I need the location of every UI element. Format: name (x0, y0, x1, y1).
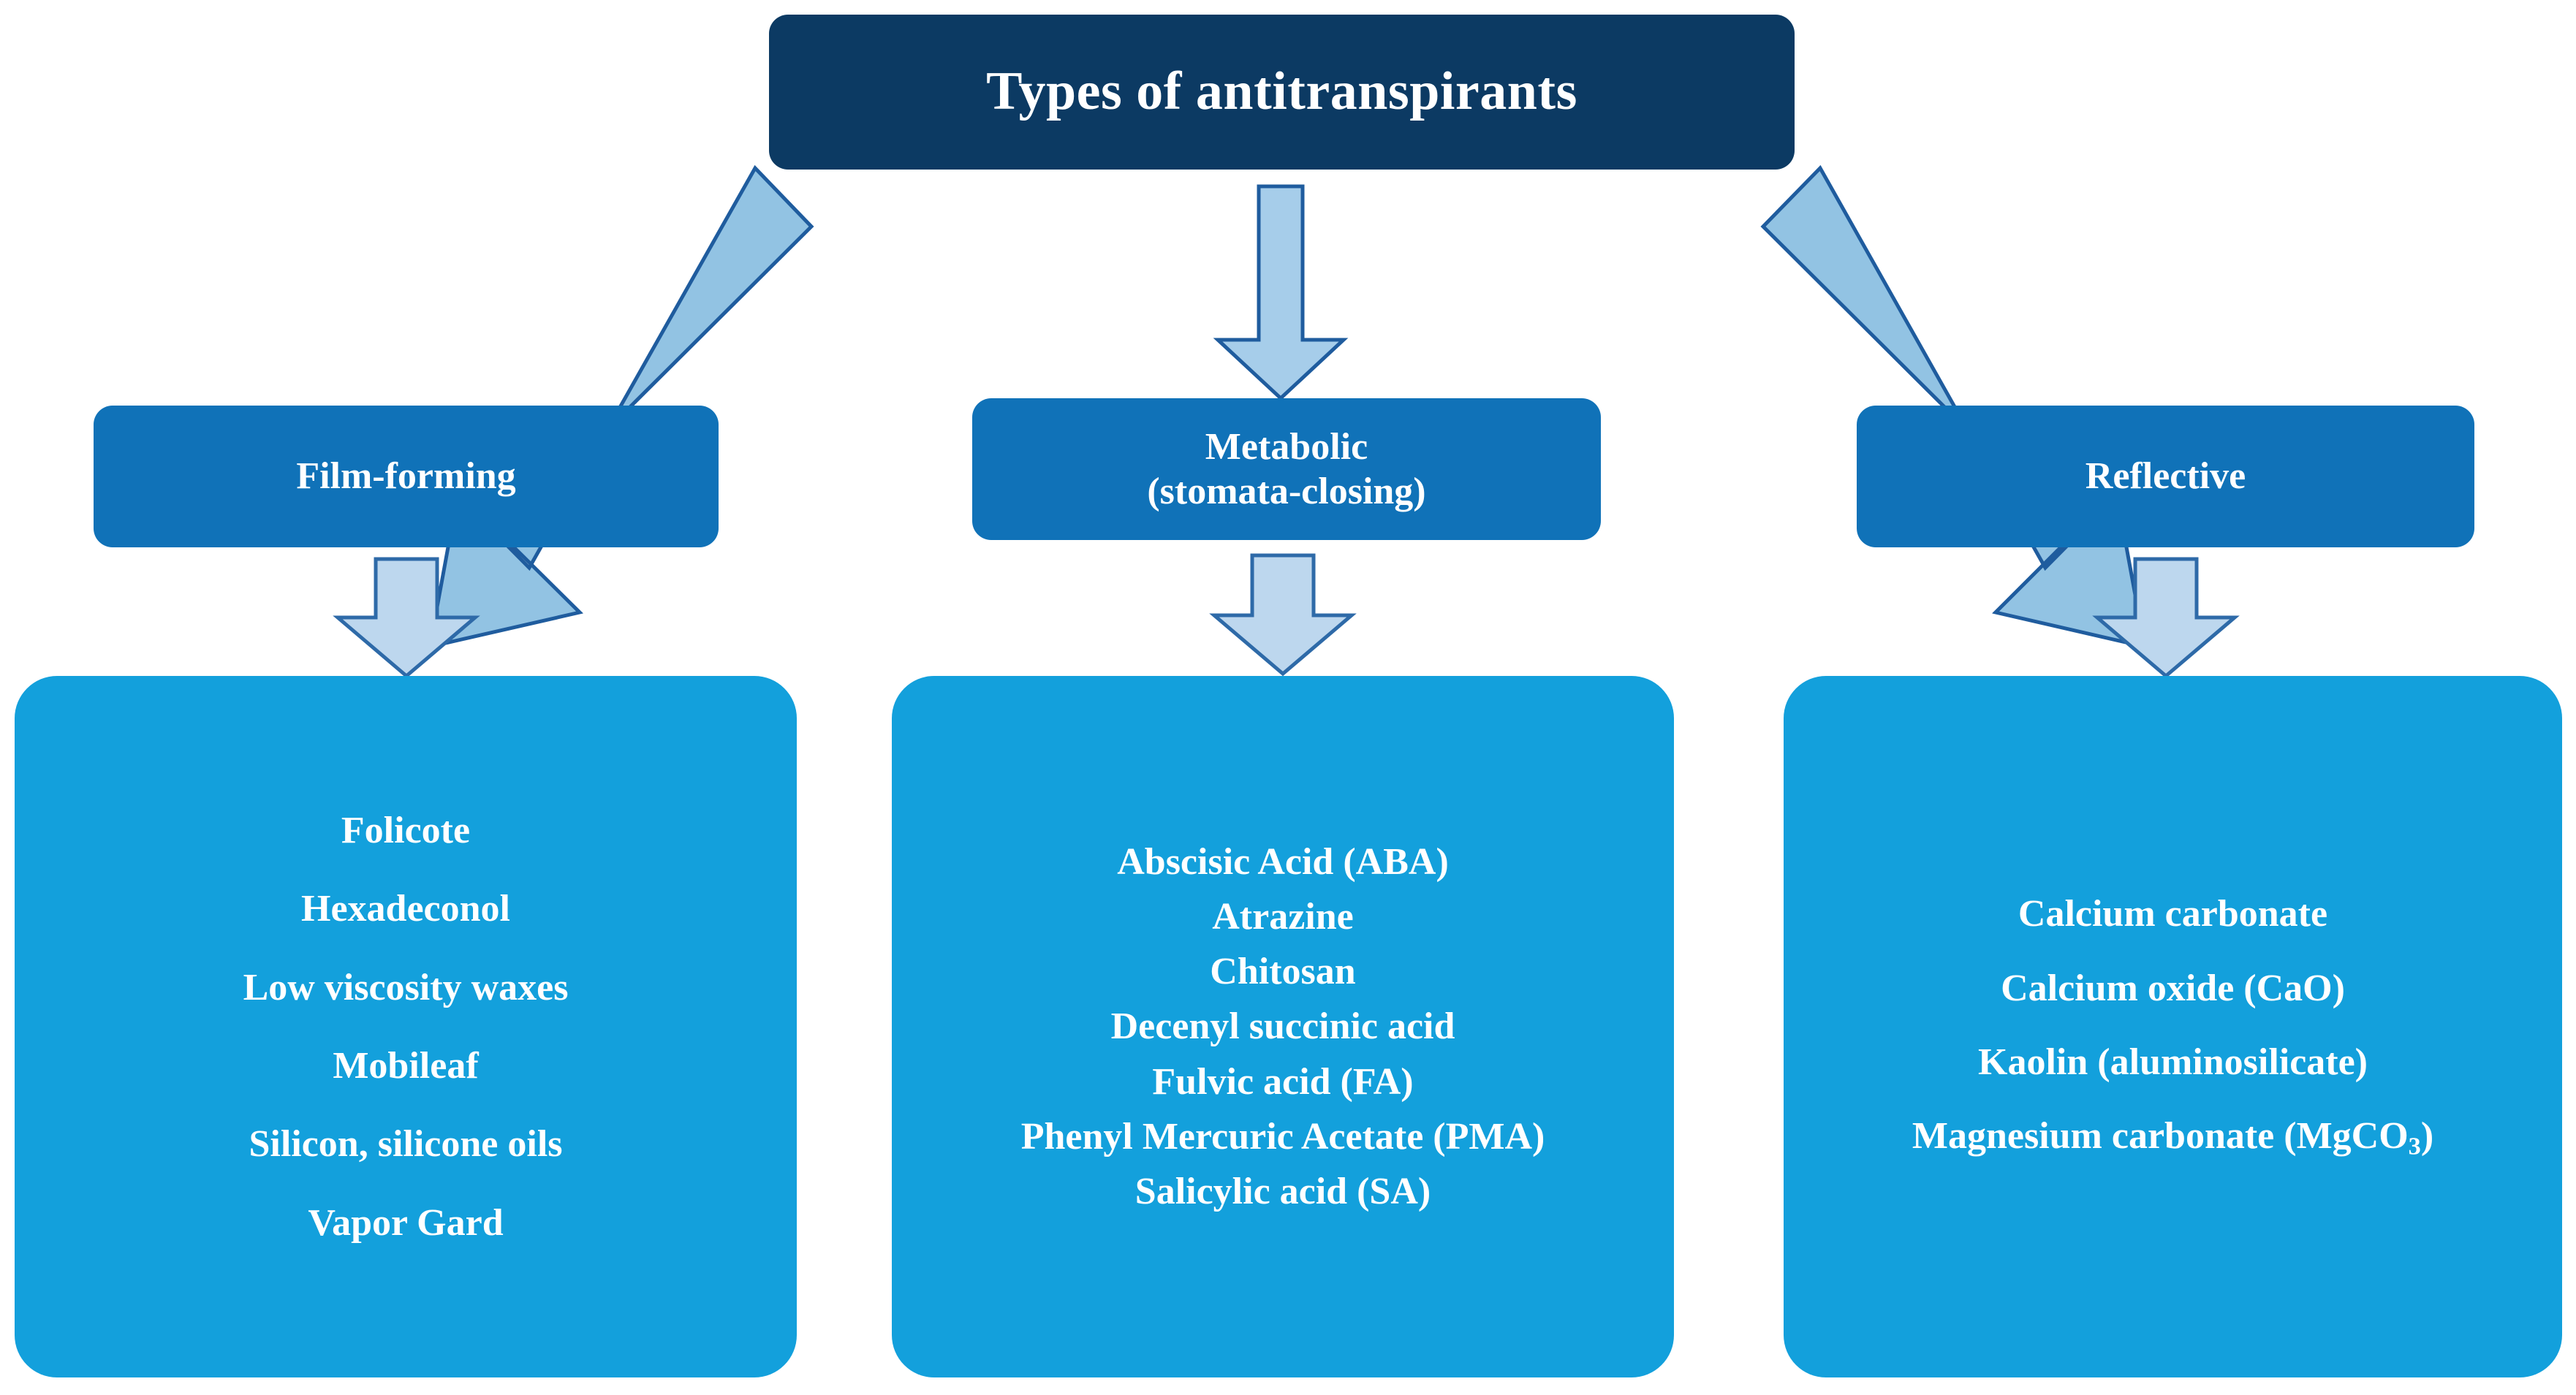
category-label-metabolic-line1: Metabolic (1205, 425, 1368, 468)
list-item: Abscisic Acid (ABA) (1117, 840, 1449, 883)
list-item: Salicylic acid (SA) (1134, 1171, 1431, 1213)
list-item: Calcium oxide (CaO) (2001, 967, 2345, 1009)
arrow-title-to-metabolic (1213, 184, 1349, 401)
list-item: Folicote (341, 810, 471, 852)
list-item: Atrazine (1212, 895, 1354, 938)
arrow-reflective-to-list (2092, 557, 2240, 679)
list-box-reflective[interactable]: Calcium carbonate Calcium oxide (CaO) Ka… (1784, 676, 2562, 1377)
list-item: Magnesium carbonate (MgCO3) (1912, 1115, 2434, 1160)
list-item: Chitosan (1210, 951, 1356, 993)
list-item: Fulvic acid (FA) (1152, 1060, 1414, 1103)
category-box-reflective[interactable]: Reflective (1857, 406, 2474, 547)
category-label-metabolic: Metabolic (stomata-closing) (1137, 425, 1436, 514)
list-item: Mobileaf (333, 1045, 479, 1087)
list-item: Calcium carbonate (2018, 893, 2328, 935)
list-item: Phenyl Mercuric Acetate (PMA) (1020, 1115, 1545, 1158)
list-item: Hexadeconol (301, 888, 510, 930)
arrow-metabolic-to-list (1209, 553, 1357, 677)
list-item: Low viscosity waxes (243, 966, 569, 1008)
category-label-film-forming: Film-forming (296, 455, 516, 498)
list-reflective: Calcium carbonate Calcium oxide (CaO) Ka… (1784, 892, 2562, 1160)
list-item: Silicon, silicone oils (249, 1123, 563, 1166)
list-item: Kaolin (aluminosilicate) (1978, 1041, 2368, 1083)
list-box-metabolic[interactable]: Abscisic Acid (ABA) Atrazine Chitosan De… (892, 676, 1674, 1377)
category-label-metabolic-line2: (stomata-closing) (1147, 471, 1426, 512)
list-metabolic: Abscisic Acid (ABA) Atrazine Chitosan De… (892, 840, 1674, 1214)
category-box-metabolic[interactable]: Metabolic (stomata-closing) (972, 398, 1601, 540)
arrow-film-forming-to-list (333, 557, 480, 679)
category-box-film-forming[interactable]: Film-forming (94, 406, 719, 547)
list-film-forming: Folicote Hexadeconol Low viscosity waxes… (15, 809, 797, 1244)
category-label-reflective: Reflective (2085, 455, 2246, 498)
list-box-film-forming[interactable]: Folicote Hexadeconol Low viscosity waxes… (15, 676, 797, 1377)
list-item: Decenyl succinic acid (1110, 1006, 1455, 1048)
page-title: Types of antitranspirants (986, 61, 1577, 122)
list-item: Vapor Gard (308, 1201, 504, 1244)
diagram-title-box: Types of antitranspirants (769, 15, 1795, 170)
